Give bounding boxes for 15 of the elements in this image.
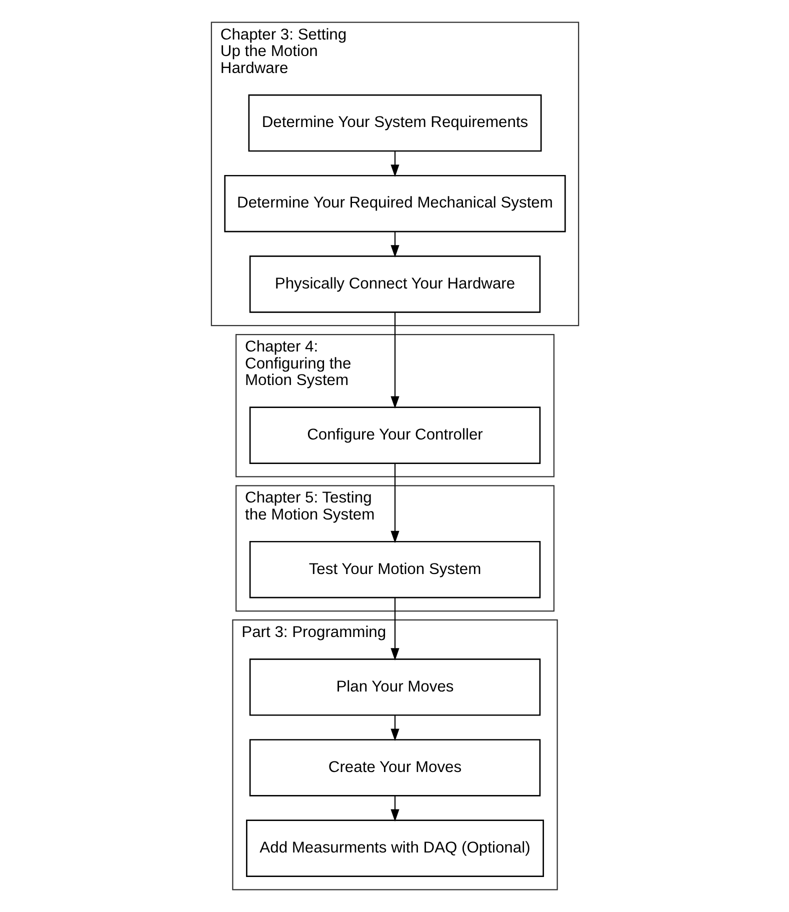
node-box: Create Your Moves: [248, 739, 540, 796]
node-box: Determine Your System Requirements: [248, 94, 542, 152]
arrow: [390, 796, 399, 822]
arrow: [390, 232, 399, 258]
arrow: [390, 463, 399, 544]
node-box: Plan Your Moves: [248, 658, 540, 716]
arrow: [390, 598, 399, 660]
node-box: Physically Connect Your Hardware: [248, 256, 540, 313]
arrow: [390, 715, 399, 742]
arrow: [390, 151, 399, 177]
node-box: Determine Your Required Mechanical System: [224, 174, 566, 232]
arrow: [390, 312, 399, 409]
node-box: Configure Your Controller: [248, 406, 540, 464]
node-box: Test Your Motion System: [248, 540, 540, 598]
node-box: Add Measurments with DAQ (Optional): [246, 820, 544, 877]
